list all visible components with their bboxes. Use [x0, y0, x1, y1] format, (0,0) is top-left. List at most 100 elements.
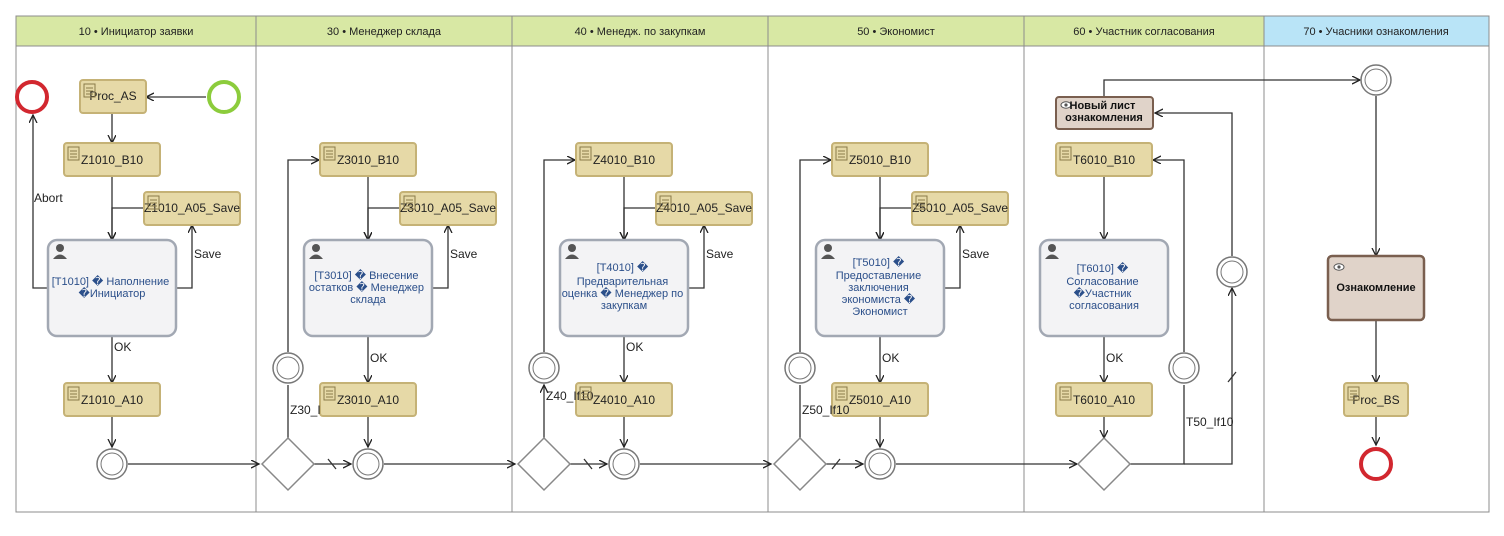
- lane-50[interactable]: 50 • Экономист: [767, 15, 1025, 47]
- info-tasks: Новый лист ознакомления Ознакомление: [1055, 96, 1426, 322]
- lane-title-30: 30 • Менеджер склада: [327, 26, 442, 38]
- gateways: [260, 436, 1132, 492]
- flow-z5010-a05-back[interactable]: [880, 207, 914, 240]
- script-label: Z3010_A10: [337, 393, 399, 407]
- lane-title-70: 70 • Учасники ознакомления: [1303, 26, 1448, 38]
- intermediate-event[interactable]: [272, 352, 304, 384]
- events: [15, 64, 1393, 481]
- task-label: [T5010] � Предоставление заключения экон…: [836, 255, 925, 318]
- script-task-z4010-b10[interactable]: Z4010_B10: [575, 142, 673, 177]
- flow-z40-to-z4010-b10[interactable]: [543, 160, 575, 352]
- script-task-t6010-a10[interactable]: T6010_A10: [1055, 382, 1153, 417]
- script-task-z4010-a05[interactable]: Z4010_A05_Save: [655, 191, 753, 226]
- end-event[interactable]: [1359, 447, 1393, 481]
- flow-new-list-to-event-70[interactable]: [1103, 80, 1360, 97]
- intermediate-event[interactable]: [608, 448, 640, 480]
- script-task-z1010-b10[interactable]: Z1010_B10: [63, 142, 161, 177]
- gateway[interactable]: [772, 436, 828, 492]
- script-label: Z5010_A05_Save: [912, 201, 1008, 215]
- flow-save-1[interactable]: [176, 225, 192, 289]
- flow-label-ok: OK: [370, 351, 387, 365]
- intermediate-event[interactable]: [1216, 256, 1248, 288]
- intermediate-event[interactable]: [96, 448, 128, 480]
- user-task-t1010[interactable]: [T1010] � Наполнение �Инициатор: [46, 238, 178, 338]
- sequence-flows: [33, 80, 1376, 470]
- end-event-abort[interactable]: [15, 80, 49, 114]
- intermediate-event[interactable]: [864, 448, 896, 480]
- flow-abort[interactable]: [33, 115, 48, 289]
- info-task-new-list[interactable]: Новый лист ознакомления: [1055, 96, 1154, 130]
- flow-save-4[interactable]: [688, 225, 704, 289]
- lane-30[interactable]: 30 • Менеджер склада: [255, 15, 513, 47]
- script-task-z5010-a10[interactable]: Z5010_A10: [831, 382, 929, 417]
- intermediate-event[interactable]: [352, 448, 384, 480]
- gateway[interactable]: [260, 436, 316, 492]
- user-task-t5010[interactable]: [T5010] � Предоставление заключения экон…: [814, 238, 946, 338]
- flow-label-save: Save: [450, 247, 478, 261]
- script-icon: [1059, 146, 1072, 161]
- flow-t50-if10[interactable]: [1184, 288, 1232, 465]
- script-task-proc-bs[interactable]: Proc_BS: [1343, 382, 1409, 417]
- script-label: Z5010_B10: [849, 153, 911, 167]
- flow-label-condition: Z30_I: [290, 403, 321, 417]
- lane-60[interactable]: 60 • Участник согласования: [1023, 15, 1265, 47]
- user-icon: [565, 244, 579, 259]
- flow-save-5[interactable]: [944, 225, 960, 289]
- gateway[interactable]: [1076, 436, 1132, 492]
- script-task-z5010-b10[interactable]: Z5010_B10: [831, 142, 929, 177]
- lane-70[interactable]: 70 • Учасники ознакомления: [1263, 15, 1490, 47]
- script-icon: [915, 195, 928, 210]
- script-task-z5010-a05[interactable]: Z5010_A05_Save: [911, 191, 1009, 226]
- lane-title-10: 10 • Инициатор заявки: [79, 26, 194, 38]
- flow-z50-to-z5010-b10[interactable]: [799, 160, 831, 352]
- flow-label-ok: OK: [1106, 351, 1123, 365]
- user-task-t6010[interactable]: [T6010] � Согласование �Участник согласо…: [1038, 238, 1170, 338]
- flow-event-to-t6010-b10[interactable]: [1153, 160, 1185, 352]
- script-task-z4010-a10[interactable]: Z4010_A10: [575, 382, 673, 417]
- lane-10[interactable]: 10 • Инициатор заявки: [15, 15, 257, 47]
- task-label: [T4010] � Предварительная оценка � Менед…: [562, 260, 687, 312]
- flow-z3010-a05-back[interactable]: [368, 207, 402, 240]
- script-task-z3010-a10[interactable]: Z3010_A10: [319, 382, 417, 417]
- lane-title-60: 60 • Участник согласования: [1073, 26, 1215, 38]
- lane-40[interactable]: 40 • Менедж. по закупкам: [511, 15, 769, 47]
- script-task-z3010-a05[interactable]: Z3010_A05_Save: [399, 191, 497, 226]
- intermediate-event[interactable]: [528, 352, 560, 384]
- script-task-t6010-b10[interactable]: T6010_B10: [1055, 142, 1153, 177]
- user-task-t3010[interactable]: [T3010] � Внесение остатков � Менеджер с…: [302, 238, 434, 338]
- intermediate-event[interactable]: [784, 352, 816, 384]
- default-flow-mark: [1227, 371, 1237, 383]
- flow-event-to-new-list[interactable]: [1155, 113, 1233, 256]
- flow-label-save: Save: [194, 247, 222, 261]
- info-task-ozn[interactable]: Ознакомление: [1326, 254, 1426, 322]
- gateway[interactable]: [516, 436, 572, 492]
- script-label: Z4010_B10: [593, 153, 655, 167]
- user-icon: [821, 244, 835, 259]
- lane-title-40: 40 • Менедж. по закупкам: [575, 26, 706, 38]
- script-icon: [83, 83, 96, 98]
- start-event[interactable]: [207, 80, 241, 114]
- script-icon: [403, 195, 416, 210]
- script-task-proc-as[interactable]: Proc_AS: [79, 79, 147, 114]
- script-label: Z5010_A10: [849, 393, 911, 407]
- eye-icon: [1060, 101, 1072, 109]
- task-label: [T1010] � Наполнение �Инициатор: [52, 274, 173, 300]
- flow-label-condition: Z50_If10: [802, 403, 850, 417]
- script-label: T6010_B10: [1073, 153, 1135, 167]
- flow-z1010-a05-back[interactable]: [112, 207, 146, 240]
- script-task-z1010-a05[interactable]: Z1010_A05_Save: [143, 191, 241, 226]
- script-task-z1010-a10[interactable]: Z1010_A10: [63, 382, 161, 417]
- flow-save-3[interactable]: [432, 225, 448, 289]
- flow-label-ok: OK: [626, 340, 643, 354]
- script-task-z3010-b10[interactable]: Z3010_B10: [319, 142, 417, 177]
- script-label: Z1010_A05_Save: [144, 201, 240, 215]
- flow-z30-to-z3010-b10[interactable]: [287, 160, 319, 352]
- intermediate-event[interactable]: [1360, 64, 1392, 96]
- script-label: Proc_BS: [1352, 393, 1399, 407]
- intermediate-event[interactable]: [1168, 352, 1200, 384]
- flow-z4010-a05-back[interactable]: [624, 207, 658, 240]
- user-icon: [309, 244, 323, 259]
- eye-icon: [1333, 263, 1345, 271]
- user-task-t4010[interactable]: [T4010] � Предварительная оценка � Менед…: [558, 238, 690, 338]
